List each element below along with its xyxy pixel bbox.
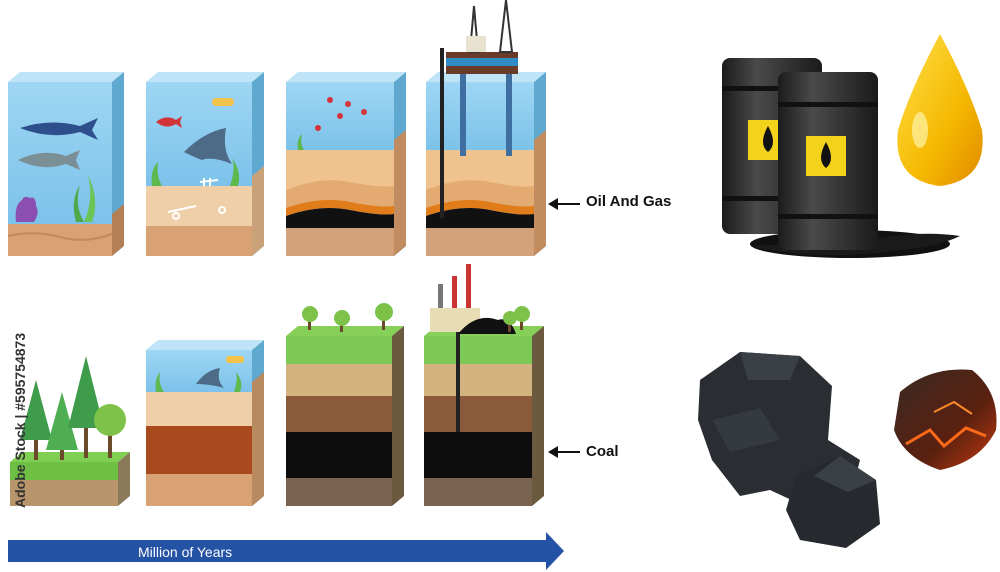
seaweed-icon bbox=[155, 372, 242, 392]
fish-icon bbox=[18, 150, 80, 170]
timeline-label: Million of Years bbox=[138, 544, 233, 560]
oil-barrel-group bbox=[722, 58, 960, 258]
manta-ray-icon bbox=[184, 128, 232, 164]
seaweed-icon bbox=[73, 175, 96, 222]
fossil-bone-icon bbox=[167, 178, 226, 220]
tree-icon bbox=[302, 303, 393, 332]
manta-ray-icon bbox=[196, 368, 224, 388]
coal-stage-4-block bbox=[424, 264, 544, 506]
fish-icon bbox=[156, 116, 182, 128]
coal-label: Coal bbox=[586, 443, 619, 460]
seaweed-icon bbox=[151, 158, 240, 186]
oil-and-gas-label: Oil And Gas bbox=[586, 193, 672, 210]
fish-icon bbox=[20, 118, 98, 140]
coal-stage-1-block bbox=[10, 356, 130, 506]
tree-icon bbox=[503, 306, 530, 332]
coal-pile-icon bbox=[458, 317, 516, 334]
tree-icon bbox=[94, 404, 126, 458]
oil-barrel-icon bbox=[778, 72, 878, 250]
coal-stage-3-block bbox=[286, 303, 404, 506]
fish-icon bbox=[212, 98, 234, 106]
oil-stage-1-block bbox=[7, 72, 124, 256]
coal-lump-icon bbox=[786, 456, 880, 548]
seaweed-icon bbox=[297, 134, 304, 150]
oil-stage-3-block bbox=[286, 72, 406, 256]
arrow-left-icon bbox=[548, 446, 580, 458]
timeline-arrow bbox=[8, 532, 564, 570]
oil-rig-icon bbox=[440, 0, 518, 218]
fish-icon bbox=[315, 97, 367, 131]
coral-icon bbox=[15, 196, 38, 222]
stock-id-watermark: Adobe Stock | #595754873 bbox=[12, 332, 28, 508]
tree-icon bbox=[20, 380, 52, 460]
oil-stage-4-block bbox=[426, 0, 546, 256]
coal-stage-2-block bbox=[146, 340, 264, 506]
oil-stage-2-block bbox=[146, 72, 264, 256]
arrow-left-icon bbox=[548, 198, 580, 210]
burning-coal-icon bbox=[894, 369, 997, 470]
oil-drop-icon bbox=[897, 34, 983, 186]
fish-icon bbox=[226, 356, 244, 363]
tree-icon bbox=[46, 392, 78, 460]
tree-icon bbox=[68, 356, 104, 458]
